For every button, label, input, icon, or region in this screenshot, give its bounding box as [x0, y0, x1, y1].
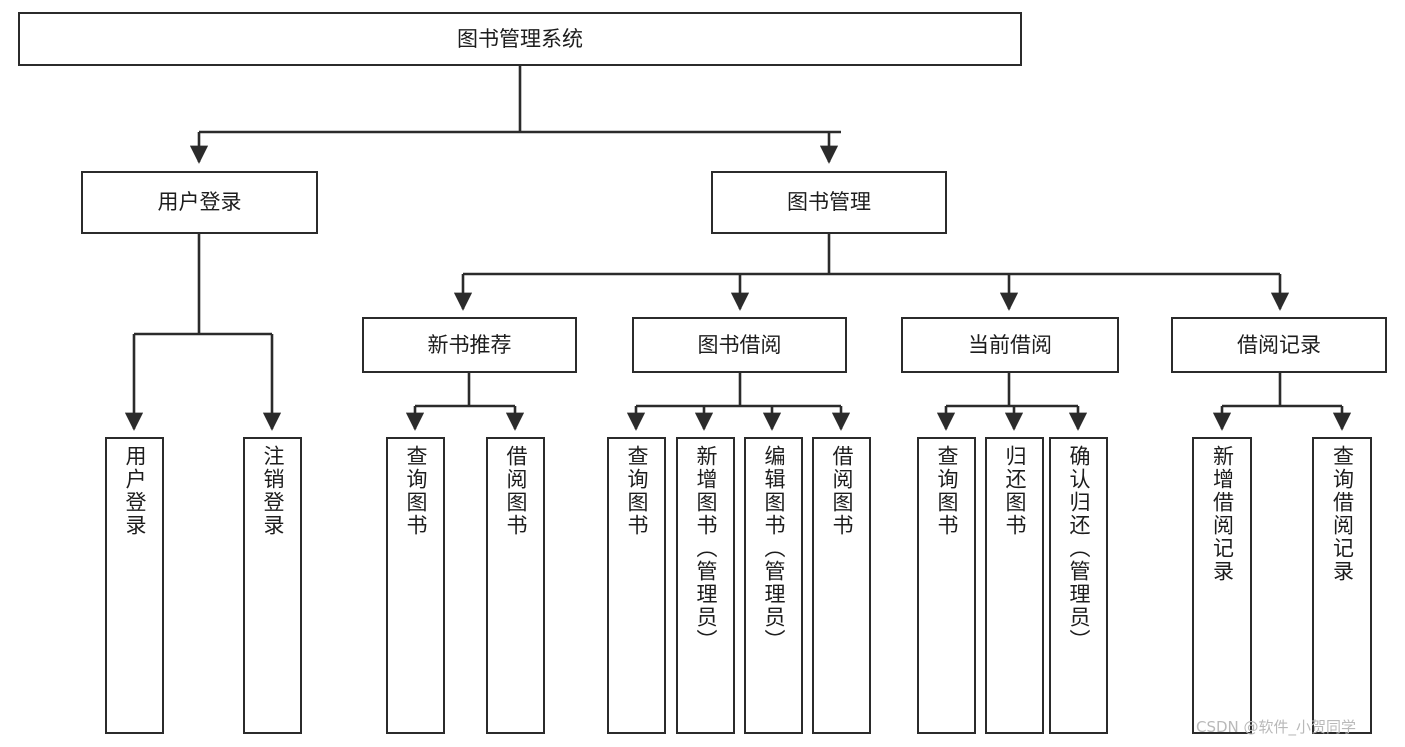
node-label: 归还图书 — [1003, 445, 1027, 537]
edges-newbook-to-leaves — [405, 373, 525, 431]
node-label: 查询图书 — [625, 445, 649, 537]
edges-currentborrow-to-leaves — [936, 373, 1088, 431]
node-label: 查询图书 — [404, 445, 428, 537]
node-user-login[interactable]: 用户登录 — [81, 171, 318, 234]
leaf-bookborrow-edit-book-admin[interactable]: 编辑图书（管理员） — [744, 437, 803, 734]
edges-userlogin-to-leaves — [124, 234, 282, 431]
node-book-borrow[interactable]: 图书借阅 — [632, 317, 847, 373]
node-label: 查询借阅记录 — [1330, 445, 1355, 583]
leaf-newbook-borrow-book[interactable]: 借阅图书 — [486, 437, 545, 734]
node-label: 图书管理 — [787, 190, 871, 215]
node-label: 新增借阅记录 — [1210, 445, 1235, 583]
edges-bookborrow-to-leaves — [626, 373, 851, 431]
node-label: 确认归还（管理员） — [1067, 445, 1091, 652]
leaf-currentborrow-query-book[interactable]: 查询图书 — [917, 437, 976, 734]
leaf-borrowrecord-query-record[interactable]: 查询借阅记录 — [1312, 437, 1372, 734]
node-root-system[interactable]: 图书管理系统 — [18, 12, 1022, 66]
edges-root-to-level2 — [189, 66, 841, 164]
leaf-bookborrow-query-book[interactable]: 查询图书 — [607, 437, 666, 734]
edges-borrowrecord-to-leaves — [1212, 373, 1352, 431]
node-label: 新书推荐 — [427, 332, 512, 357]
node-label: 新增图书（管理员） — [694, 445, 718, 652]
node-label: 借阅记录 — [1237, 332, 1321, 357]
node-label: 借阅图书 — [504, 445, 528, 537]
node-book-management[interactable]: 图书管理 — [711, 171, 947, 234]
node-label: 用户登录 — [123, 445, 147, 537]
edges-bookmgmt-to-level3 — [453, 234, 1290, 311]
node-label: 注销登录 — [261, 445, 285, 537]
node-current-borrow[interactable]: 当前借阅 — [901, 317, 1119, 373]
leaf-newbook-query-book[interactable]: 查询图书 — [386, 437, 445, 734]
watermark-text: CSDN @软件_小贺同学 — [1196, 718, 1357, 736]
leaf-currentborrow-confirm-return-admin[interactable]: 确认归还（管理员） — [1049, 437, 1108, 734]
node-label: 编辑图书（管理员） — [762, 445, 786, 652]
node-label: 图书管理系统 — [457, 26, 583, 51]
leaf-borrowrecord-add-record[interactable]: 新增借阅记录 — [1192, 437, 1252, 734]
node-label: 用户登录 — [157, 190, 242, 215]
node-label: 查询图书 — [935, 445, 959, 537]
node-borrow-record[interactable]: 借阅记录 — [1171, 317, 1387, 373]
node-label: 图书借阅 — [697, 332, 782, 357]
leaf-user-login-signin[interactable]: 用户登录 — [105, 437, 164, 734]
node-label: 借阅图书 — [830, 445, 854, 537]
leaf-bookborrow-borrow-book[interactable]: 借阅图书 — [812, 437, 871, 734]
leaf-bookborrow-add-book-admin[interactable]: 新增图书（管理员） — [676, 437, 735, 734]
node-label: 当前借阅 — [968, 332, 1052, 357]
leaf-user-login-signout[interactable]: 注销登录 — [243, 437, 302, 734]
node-new-book-recommend[interactable]: 新书推荐 — [362, 317, 577, 373]
leaf-currentborrow-return-book[interactable]: 归还图书 — [985, 437, 1044, 734]
